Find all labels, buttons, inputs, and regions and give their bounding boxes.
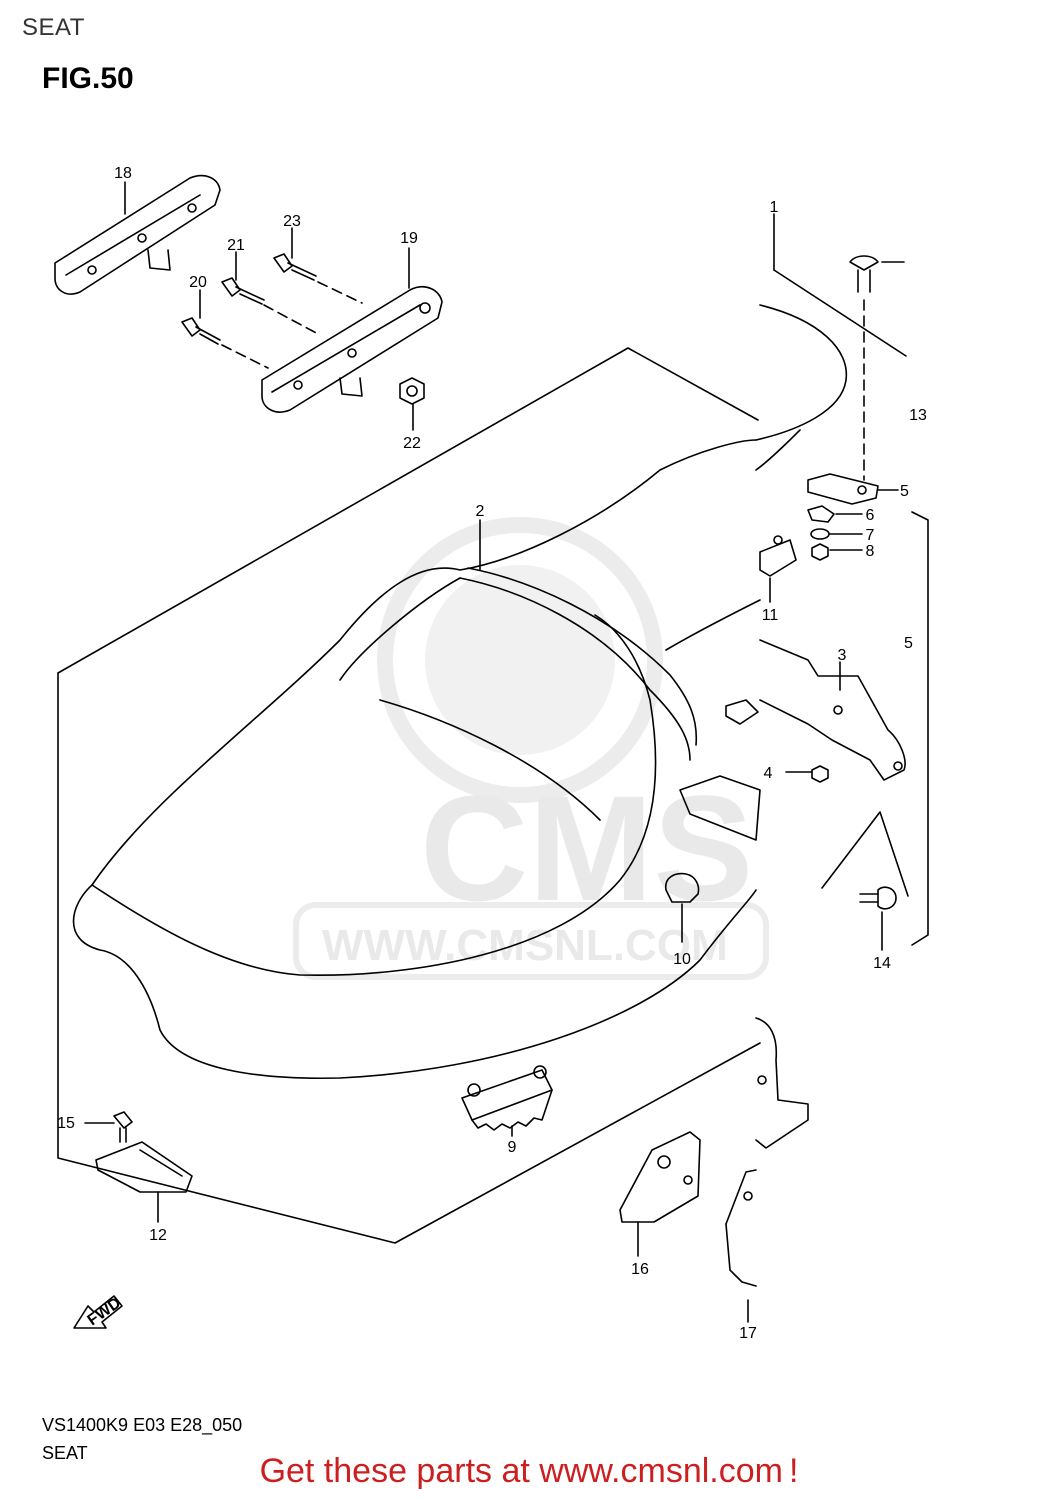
callout-6: 6 xyxy=(866,507,875,524)
part-14-bolt xyxy=(821,811,909,910)
part-5-bracket xyxy=(807,473,879,505)
part-16-hook xyxy=(619,1131,701,1223)
seat-body xyxy=(72,304,848,1080)
callout-17: 17 xyxy=(739,1325,757,1342)
right-bracket-group-outline xyxy=(911,511,929,946)
callout-4: 4 xyxy=(764,765,773,782)
part-10-cushion xyxy=(664,872,700,903)
callout-14: 14 xyxy=(873,955,891,972)
callout-10: 10 xyxy=(673,951,691,968)
part-21-bolt xyxy=(221,277,265,305)
callout-1: 1 xyxy=(770,199,779,216)
section-header: SEAT xyxy=(22,14,85,41)
callout-2: 2 xyxy=(476,503,485,520)
callout-8: 8 xyxy=(866,543,875,560)
callout-12: 12 xyxy=(149,1227,167,1244)
part-22-nut xyxy=(399,377,425,405)
callout-5b: 5 xyxy=(904,635,913,652)
footer-title: SEAT xyxy=(42,1443,88,1463)
part-19-grab-rail xyxy=(261,286,443,413)
bolt-alignment-lines xyxy=(221,281,363,369)
part-20-bolt xyxy=(181,317,221,345)
callout-5: 5 xyxy=(900,483,909,500)
callout-20: 20 xyxy=(189,274,207,291)
callout-23: 23 xyxy=(283,213,301,230)
part-8-nut xyxy=(811,543,829,561)
callout-22: 22 xyxy=(403,435,421,452)
fwd-label: FWD xyxy=(85,1294,125,1329)
figure-title: FIG.50 xyxy=(42,62,134,95)
part-23-bolt xyxy=(273,253,317,281)
part-1-screw xyxy=(849,255,879,481)
cmsnl-link[interactable]: Get these parts at www.cmsnl.com xyxy=(259,1452,783,1490)
part-7-washer xyxy=(810,528,830,540)
part-17-bracket xyxy=(725,1017,809,1287)
callout-19: 19 xyxy=(400,230,418,247)
watermark-url: WWW.CMSNL.COM xyxy=(322,921,728,970)
callout-3: 3 xyxy=(838,647,847,664)
callout-11: 11 xyxy=(762,607,779,624)
cms-watermark: CMS WWW.CMSNL.COM xyxy=(293,517,769,980)
callout-21: 21 xyxy=(227,237,245,254)
leader-lines xyxy=(84,181,907,1323)
callout-15: 15 xyxy=(57,1115,75,1132)
part-3-bracket xyxy=(759,639,906,781)
callout-16: 16 xyxy=(631,1261,649,1278)
callout-labels: 1 2 3 4 5 6 7 8 9 10 11 12 13 14 15 16 1… xyxy=(57,165,927,1342)
callout-13: 13 xyxy=(909,407,927,424)
part-11-cushion xyxy=(759,535,797,577)
callout-18: 18 xyxy=(114,165,132,182)
banner-suffix: ! xyxy=(788,1452,799,1490)
callout-7: 7 xyxy=(866,527,875,544)
part-18-grab-rail xyxy=(54,174,221,295)
part-9-rubber xyxy=(461,1065,553,1131)
part-12-bracket xyxy=(95,1141,193,1193)
assembly-outline xyxy=(57,347,761,1244)
callout-9: 9 xyxy=(508,1139,517,1156)
part-4-nut xyxy=(811,765,829,783)
seat-hook-plate xyxy=(679,699,761,841)
model-code: VS1400K9 E03 E28_050 xyxy=(42,1415,243,1435)
promo-banner[interactable]: Get these parts at www.cmsnl.com! xyxy=(0,1452,1058,1491)
part-15-bolt xyxy=(113,1111,133,1143)
part-6-clip xyxy=(807,505,835,523)
fwd-arrow xyxy=(73,1295,123,1329)
